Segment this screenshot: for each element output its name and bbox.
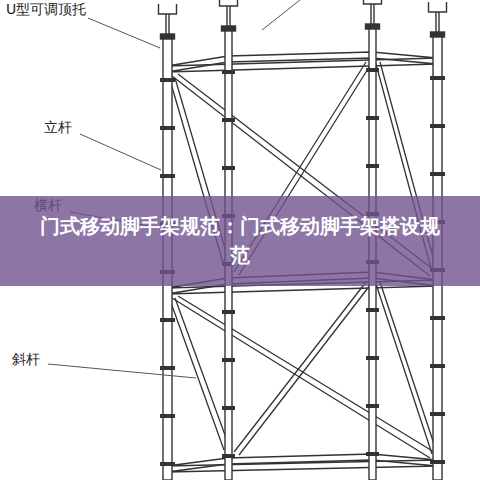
clamp [160, 462, 175, 466]
part-label: U型可调顶托 [6, 2, 86, 17]
clamp [366, 308, 379, 312]
jack-nut [431, 32, 445, 37]
clamp [160, 78, 175, 82]
clamp [430, 316, 445, 320]
diagonal-brace [170, 298, 229, 450]
part-label: 立杆 [44, 120, 72, 135]
clamp [430, 124, 445, 128]
clamp [366, 452, 379, 456]
clamp [160, 174, 175, 178]
caption-band: 门式移动脚手架规范：门式移动脚手架搭设规范 [0, 196, 480, 286]
clamp [222, 454, 235, 458]
caption-text: 门式移动脚手架规范：门式移动脚手架搭设规范 [34, 212, 446, 270]
u-head [220, 0, 238, 6]
leader-line [80, 134, 161, 170]
diagonal-brace [234, 282, 371, 455]
clamp [430, 172, 445, 176]
clamp [430, 412, 445, 416]
leader-line [262, 0, 300, 30]
clamp [222, 70, 235, 74]
clamp [160, 414, 175, 418]
bottom-rail [167, 460, 437, 472]
clamp [160, 318, 175, 322]
clamp [222, 406, 235, 410]
bottom-rail [167, 454, 437, 466]
clamp [222, 166, 235, 170]
u-head [364, 0, 382, 4]
clamp [366, 356, 379, 360]
clamp [366, 68, 379, 72]
clamp [222, 118, 235, 122]
clamp [366, 164, 379, 168]
clamp [222, 358, 235, 362]
clamp [366, 116, 379, 120]
u-head [159, 4, 177, 14]
clamp [222, 310, 235, 314]
leader-line [88, 18, 160, 48]
clamp [430, 364, 445, 368]
top-rail [167, 58, 437, 72]
top-rail [167, 52, 437, 66]
diagonal-brace [172, 296, 434, 458]
leader-line [48, 364, 196, 378]
diagonal-brace [376, 282, 436, 454]
clamp [430, 460, 445, 464]
jack-nut [366, 24, 380, 29]
part-label: 斜杆 [12, 352, 40, 367]
jack-nut [222, 26, 236, 31]
clamp [160, 366, 175, 370]
clamp [430, 76, 445, 80]
clamp [160, 126, 175, 130]
u-head [429, 2, 447, 12]
jack-nut [161, 34, 175, 39]
clamp [366, 404, 379, 408]
